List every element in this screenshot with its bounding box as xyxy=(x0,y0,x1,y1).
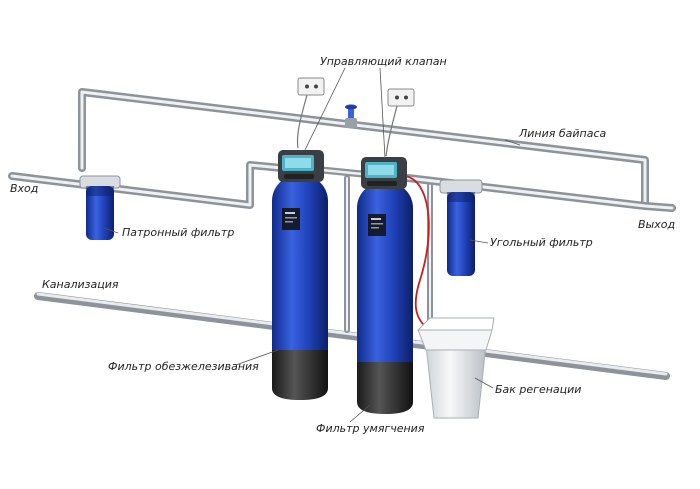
power-cord-2 xyxy=(385,105,398,157)
bypass-valve xyxy=(345,104,357,128)
control-valve-2 xyxy=(361,157,407,189)
label-bypass-line: Линия байпаса xyxy=(518,127,607,140)
label-outlet: Выход xyxy=(638,218,675,231)
outlet-pipe xyxy=(404,174,676,333)
label-iron-removal-filter: Фильтр обезжелезивания xyxy=(108,360,259,373)
power-cord-1 xyxy=(296,94,308,149)
regeneration-tank xyxy=(416,317,495,419)
label-carbon-filter: Угольный фильтр xyxy=(490,236,593,249)
iron-removal-tank xyxy=(272,175,328,400)
power-socket-1 xyxy=(297,77,325,96)
label-regeneration-tank: Бак регенации xyxy=(495,383,581,396)
inlet-pipe xyxy=(8,161,286,209)
bypass-pipe xyxy=(78,88,649,209)
label-softening-filter: Фильтр умягчения xyxy=(316,422,425,435)
interconnect-pipe xyxy=(318,166,366,333)
label-sewer: Канализация xyxy=(42,278,119,291)
control-valve-1 xyxy=(278,150,324,182)
label-cartridge-filter: Патронный фильтр xyxy=(122,226,234,239)
cartridge-filter xyxy=(79,175,121,240)
label-inlet: Вход xyxy=(10,182,38,195)
sewer-pipe xyxy=(34,292,670,380)
brine-line xyxy=(404,175,431,331)
softening-tank xyxy=(357,182,413,414)
label-control-valve: Управляющий клапан xyxy=(320,55,447,68)
carbon-filter xyxy=(439,179,483,276)
power-socket-2 xyxy=(387,88,415,107)
leader-lines xyxy=(103,67,521,423)
